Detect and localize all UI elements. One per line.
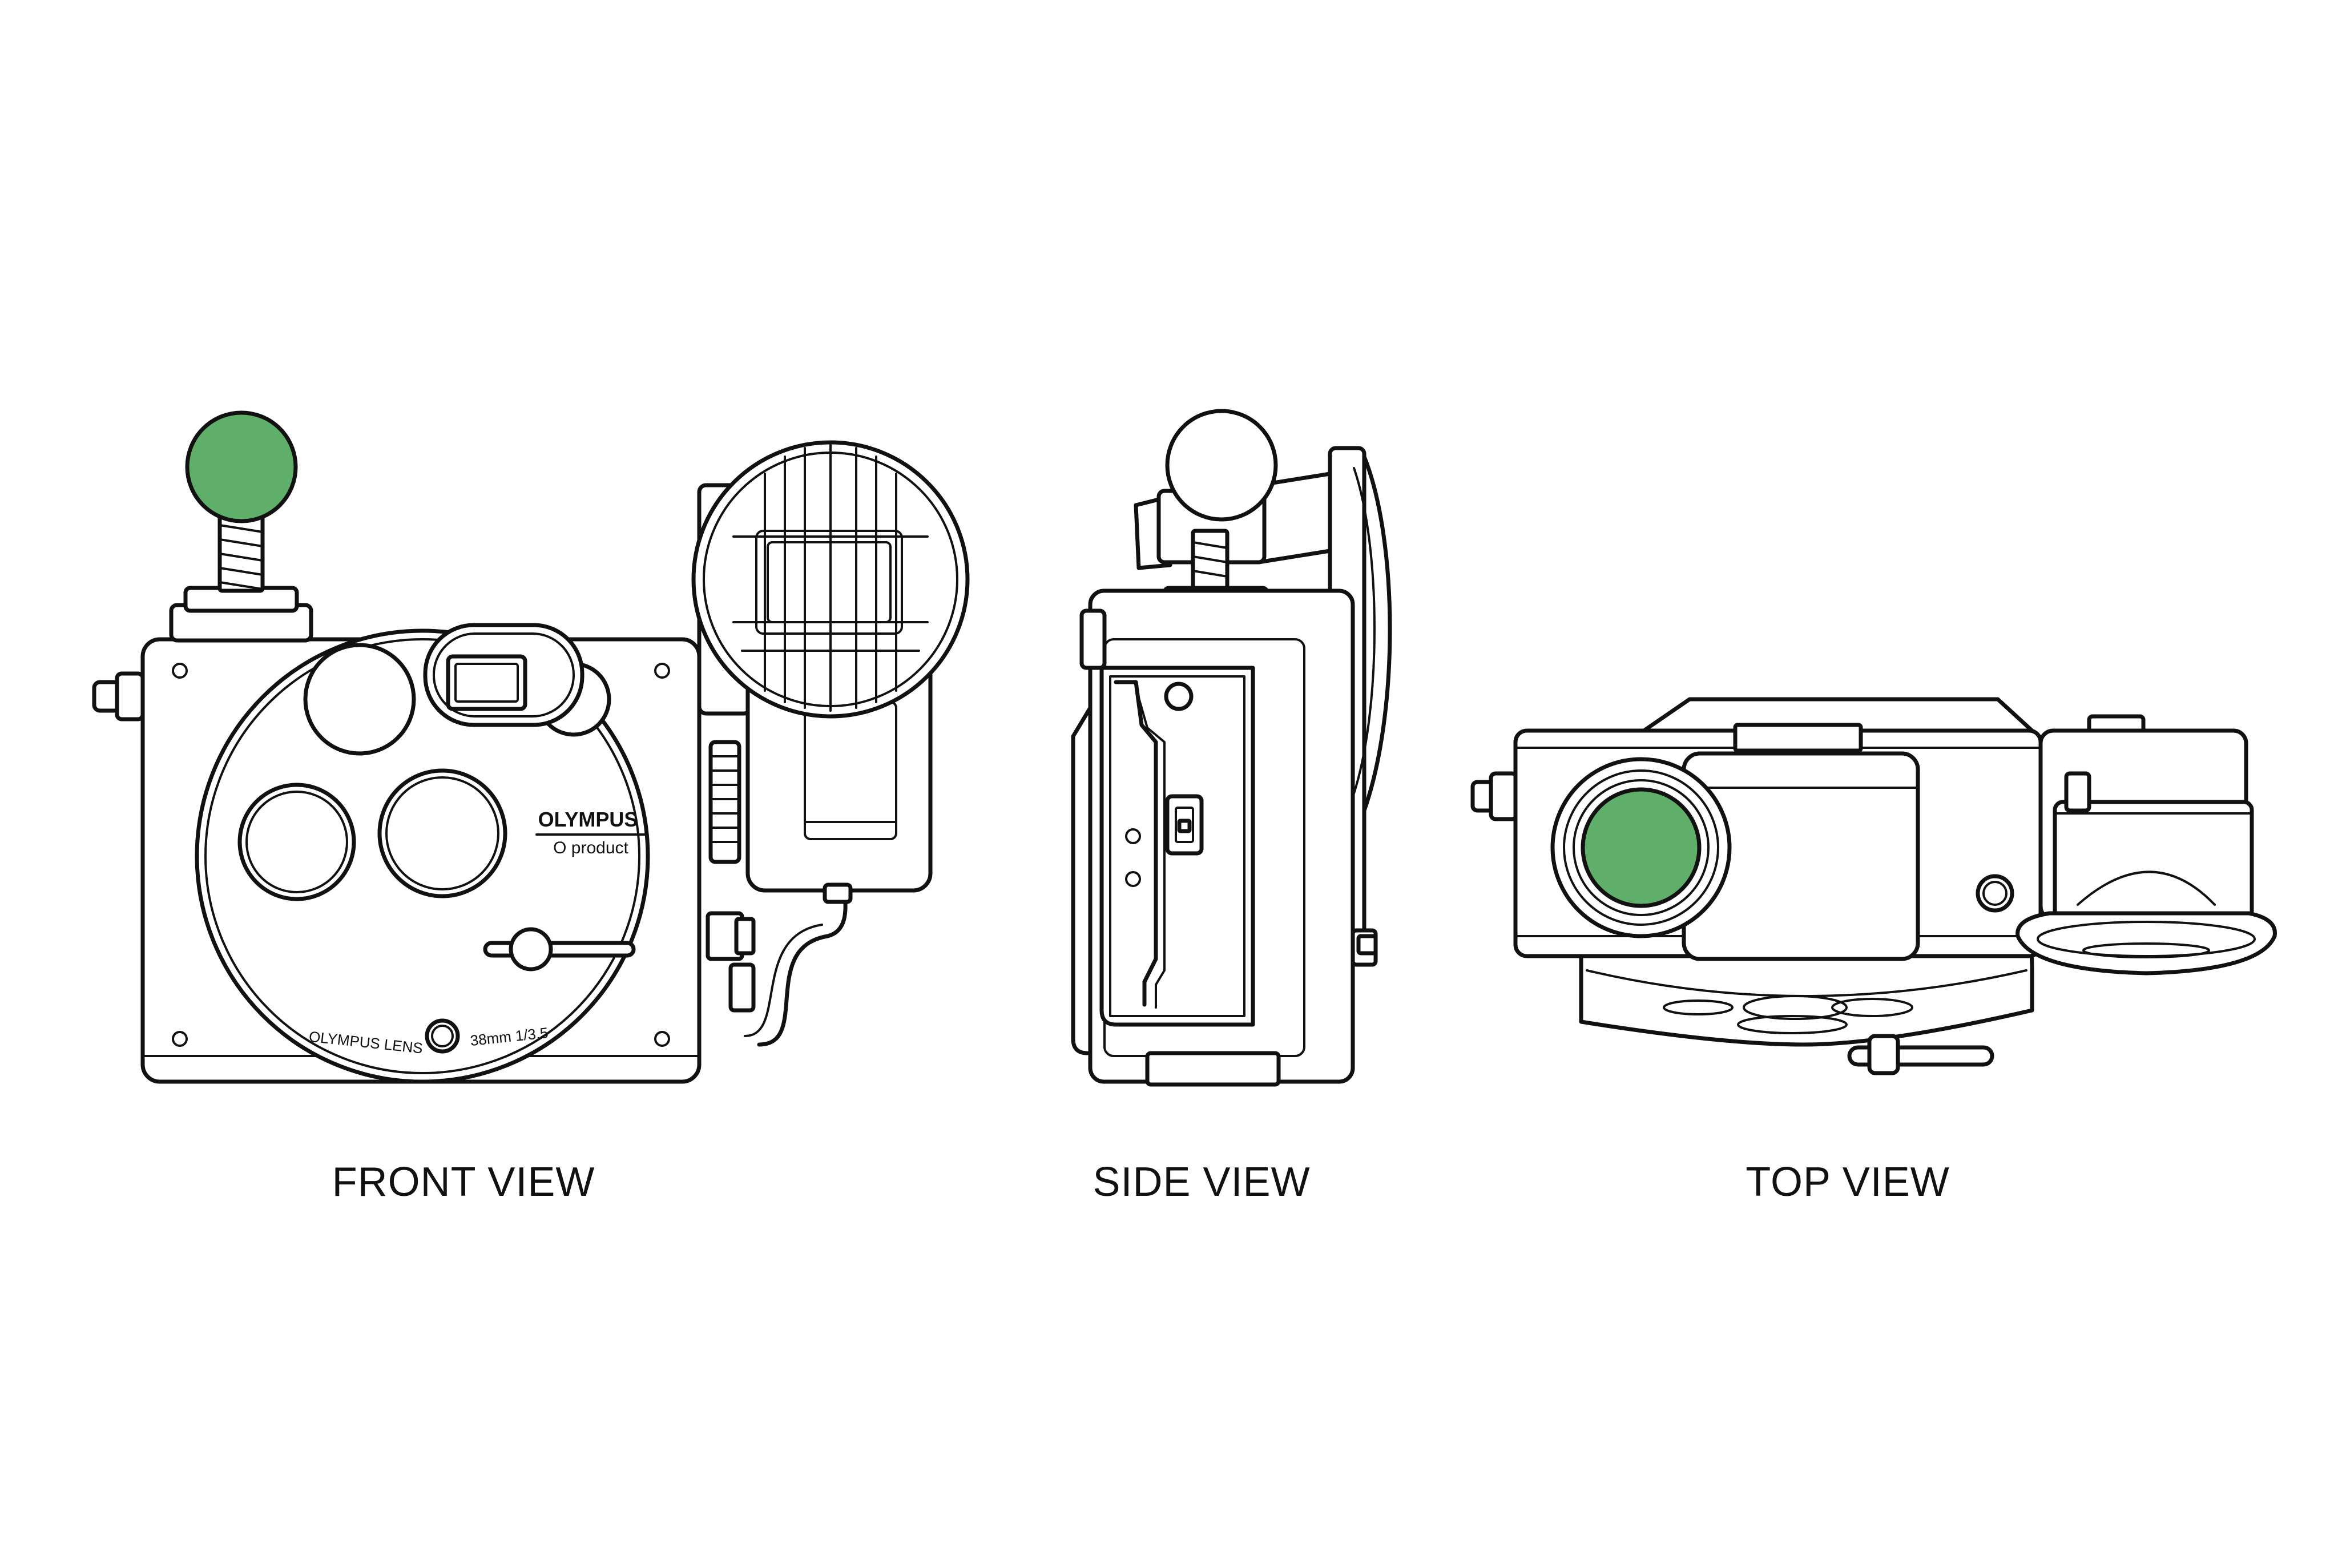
top-view-drawing (1470, 697, 2277, 1075)
green-lens-cap-icon (1581, 787, 1702, 908)
green-ball-knob-icon (185, 410, 298, 523)
side-view-drawing (1071, 409, 1392, 1087)
turret-aperture (377, 768, 507, 898)
turret-aperture (303, 643, 416, 756)
turret-aperture (237, 783, 356, 901)
front-focus-wheel (708, 740, 741, 864)
front-ball-mount (169, 511, 313, 643)
front-view-caption: FRONT VIEW (332, 1159, 595, 1205)
side-view-caption: SIDE VIEW (1093, 1159, 1311, 1205)
front-flash-cable (706, 882, 853, 1047)
front-sub-brand-label: O product (553, 839, 628, 857)
front-viewfinder (423, 623, 611, 737)
top-view-caption: TOP VIEW (1746, 1159, 1950, 1205)
side-ball-knob (1165, 409, 1278, 522)
front-corner-screws (172, 663, 670, 1047)
front-strap-lug (92, 671, 145, 721)
front-flash-unit (691, 440, 970, 893)
top-flash-unit (2015, 714, 2277, 976)
side-door-latch (1165, 794, 1204, 856)
top-lens-turret (1579, 940, 2034, 1075)
front-brand-label: OLYMPUS (538, 808, 638, 831)
front-view-drawing: OLYMPUS O product OLYMPUS LENS 38mm 1/3.… (92, 410, 970, 1084)
front-shutter-slider (483, 927, 636, 972)
